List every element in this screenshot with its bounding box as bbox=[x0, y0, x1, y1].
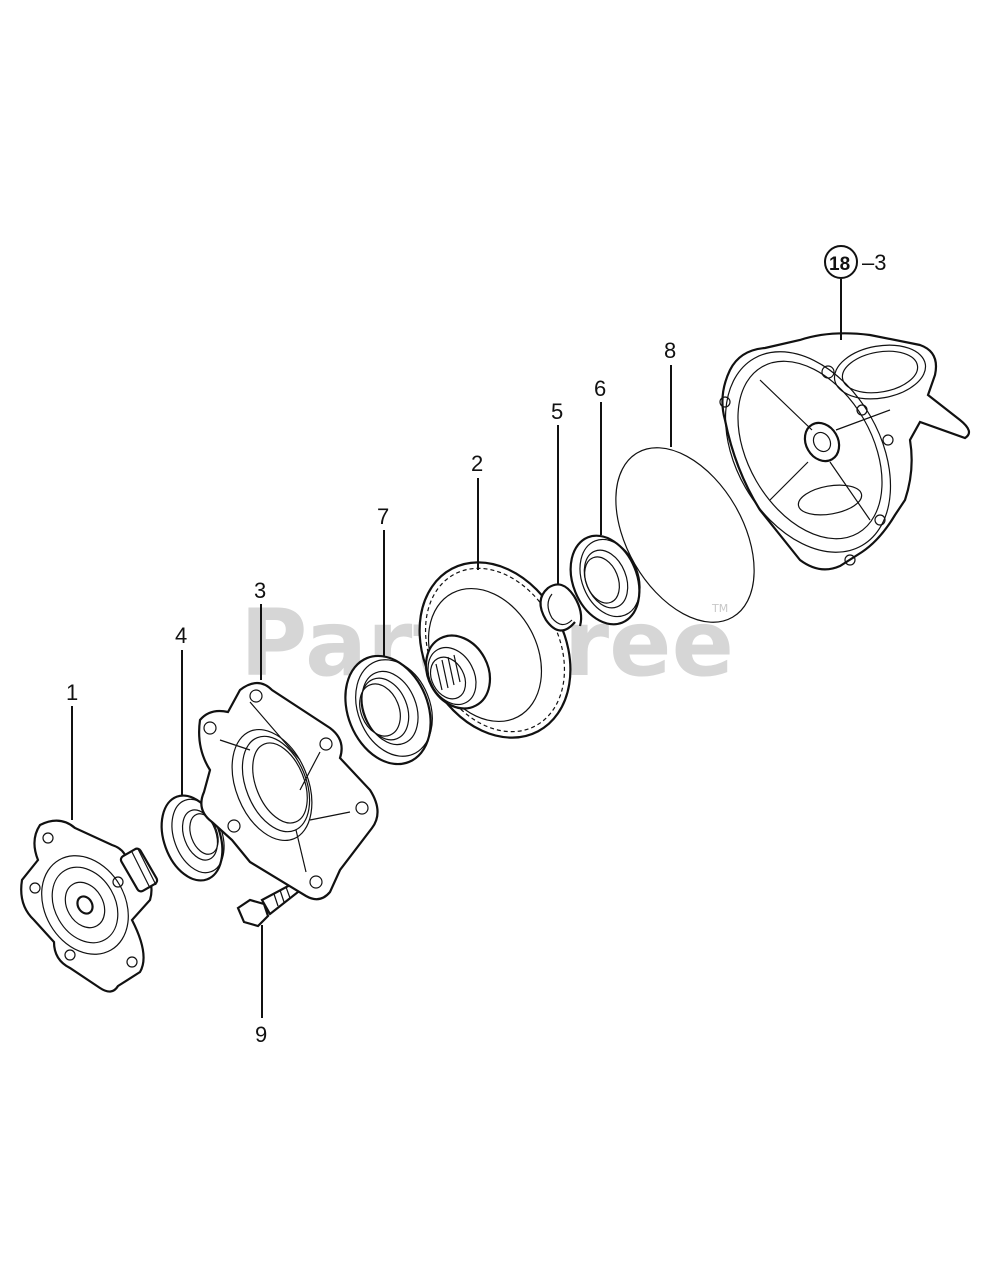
part-9-bolt bbox=[236, 882, 300, 928]
callout-3: 3 bbox=[254, 578, 266, 603]
ref-callout-circle bbox=[824, 245, 858, 279]
callout-2: 2 bbox=[471, 451, 483, 476]
callout-5: 5 bbox=[551, 399, 563, 424]
part-6-bearing bbox=[569, 534, 641, 626]
callout-4: 4 bbox=[175, 623, 187, 648]
ref-callout-18-3: 18 –3 bbox=[824, 245, 886, 279]
callout-8: 8 bbox=[664, 338, 676, 363]
part-2-bevel-gear bbox=[418, 561, 572, 739]
callout-9: 9 bbox=[255, 1022, 267, 1047]
callout-1: 1 bbox=[66, 680, 78, 705]
part-1-hub-flange bbox=[20, 819, 159, 993]
ref-18-3-gear-case bbox=[719, 332, 971, 571]
watermark-trademark: TM bbox=[711, 602, 728, 615]
part-7-bearing bbox=[344, 654, 433, 766]
ref-callout-number: 18 bbox=[829, 254, 850, 275]
part-5-snap-ring bbox=[539, 583, 583, 632]
ref-callout-suffix: –3 bbox=[862, 250, 886, 275]
part-8-o-ring bbox=[615, 447, 755, 623]
callout-7: 7 bbox=[377, 504, 389, 529]
part-3-bearing-housing bbox=[198, 681, 379, 901]
callout-6: 6 bbox=[594, 376, 606, 401]
